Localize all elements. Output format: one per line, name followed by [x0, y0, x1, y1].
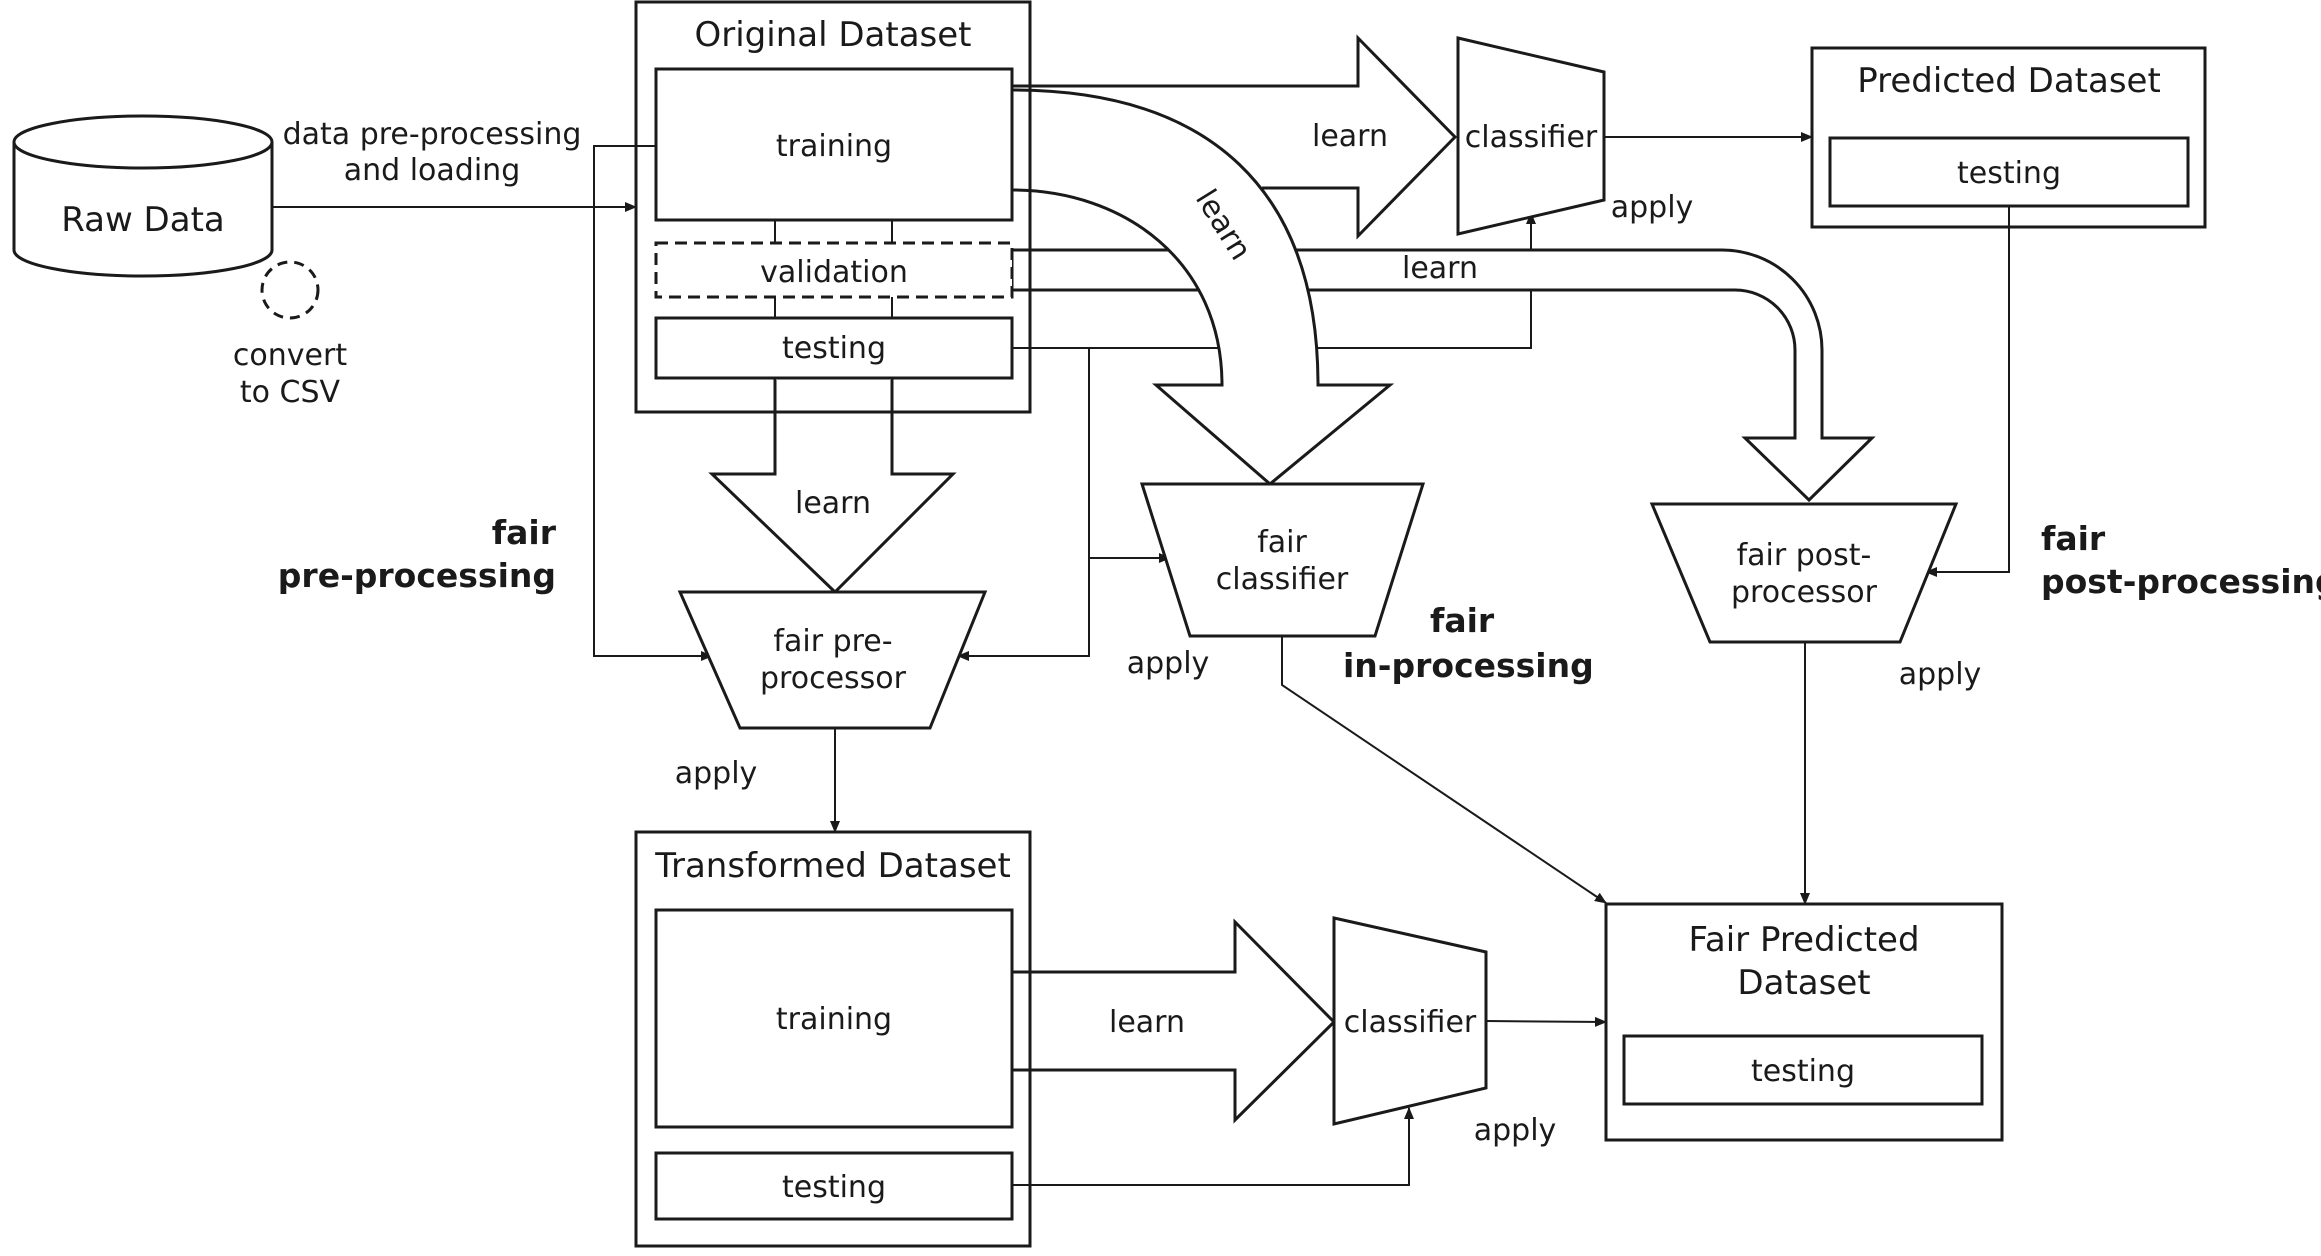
- classifier-bottom-node: classifier: [1332, 916, 1488, 1126]
- preprocessing-edge-label-1: data pre-processing: [283, 117, 582, 152]
- fair-predicted-testing-box: [1622, 1034, 1984, 1106]
- inprocessing-section-label-1: fair: [1430, 601, 1495, 640]
- original-testing-box: [654, 316, 1014, 380]
- original-training-box: [654, 67, 1014, 222]
- learn-postprocessor-arrow: [1010, 248, 1876, 503]
- fair-classifier-label-2: classifier: [1216, 562, 1349, 597]
- transformed-testing-to-classifier-edge: [1012, 1107, 1414, 1186]
- learn-top-label: learn: [1312, 119, 1388, 154]
- raw-data-label: Raw Data: [61, 200, 225, 240]
- preprocessing-section-label-2: pre-processing: [278, 556, 556, 595]
- apply-postprocessor-label: apply: [1899, 657, 1982, 692]
- learn-preprocessor-arrow: [708, 378, 957, 595]
- apply-top-label: apply: [1611, 190, 1694, 225]
- predicted-dataset-title: Predicted Dataset: [1857, 61, 2161, 101]
- learn-preprocessor-label: learn: [795, 486, 871, 521]
- fair-postprocessor-node: fair post- processor: [1649, 502, 1959, 644]
- postprocessing-section-label-1: fair: [2041, 519, 2106, 558]
- inprocessing-section-label-2: in-processing: [1343, 646, 1594, 685]
- transformed-training-box: [654, 908, 1014, 1129]
- apply-fair-classifier-label: apply: [1127, 646, 1210, 681]
- transformed-dataset-node: Transformed Dataset training testing: [634, 830, 1032, 1248]
- original-dataset-node: Original Dataset training validation tes…: [634, 0, 1032, 414]
- fair-predicted-testing-label: testing: [1751, 1054, 1855, 1089]
- predicted-dataset-node: Predicted Dataset testing: [1810, 46, 2207, 229]
- predicted-testing-label: testing: [1957, 156, 2061, 191]
- apply-preprocessor-label: apply: [675, 756, 758, 791]
- fair-classifier-node: fair classifier: [1139, 482, 1426, 638]
- transformed-dataset-title: Transformed Dataset: [654, 846, 1011, 886]
- convert-label-2: to CSV: [240, 375, 341, 410]
- convert-loop-icon: [260, 260, 320, 320]
- fair-classifier-to-fair-predicted-edge: [1281, 636, 1607, 904]
- fair-classifier-label-1: fair: [1257, 525, 1307, 560]
- preprocessing-section-label-1: fair: [492, 513, 557, 552]
- original-training-label: training: [776, 129, 892, 164]
- fair-predicted-title-1: Fair Predicted: [1688, 920, 1919, 960]
- learn-fair-classifier-arrow: [1010, 88, 1395, 486]
- fair-predicted-dataset-node: Fair Predicted Dataset testing: [1604, 902, 2004, 1142]
- predicted-testing-box: [1828, 136, 2190, 208]
- classifier-bottom-label: classifier: [1344, 1005, 1477, 1040]
- training-to-preprocessor-edge: [593, 145, 713, 661]
- learn-bottom-label: learn: [1109, 1005, 1185, 1040]
- classifier-to-fair-predicted-edge: [1485, 1016, 1607, 1027]
- convert-label-1: convert: [233, 338, 347, 373]
- learn-classifier-arrow: [1012, 34, 1458, 240]
- original-testing-label: testing: [782, 331, 886, 366]
- fair-postprocessor-label-1: fair post-: [1737, 538, 1872, 573]
- postprocessing-section-label-2: post-processing: [2041, 562, 2321, 601]
- predicted-to-postprocessor-edge: [1925, 206, 2010, 577]
- fair-preprocessor-node: fair pre- processor: [677, 590, 988, 730]
- classifier-top-node: classifier: [1456, 36, 1606, 236]
- transformed-testing-box: [654, 1151, 1014, 1221]
- preprocessing-edge-label-2: and loading: [344, 153, 520, 188]
- original-validation-label: validation: [760, 255, 908, 290]
- apply-bottom-label: apply: [1474, 1113, 1557, 1148]
- fair-preprocessor-label-1: fair pre-: [773, 624, 892, 659]
- raw-data-node: Raw Data: [12, 114, 274, 278]
- fair-postprocessor-label-2: processor: [1731, 575, 1878, 610]
- fair-predicted-title-2: Dataset: [1737, 963, 1870, 1003]
- learn-validation-label: learn: [1402, 251, 1478, 286]
- original-validation-box: [654, 241, 1014, 299]
- transformed-testing-label: testing: [782, 1170, 886, 1205]
- fair-preprocessor-label-2: processor: [760, 661, 907, 696]
- classifier-top-label: classifier: [1465, 120, 1598, 155]
- original-dataset-title: Original Dataset: [695, 15, 972, 55]
- transformed-training-label: training: [776, 1002, 892, 1037]
